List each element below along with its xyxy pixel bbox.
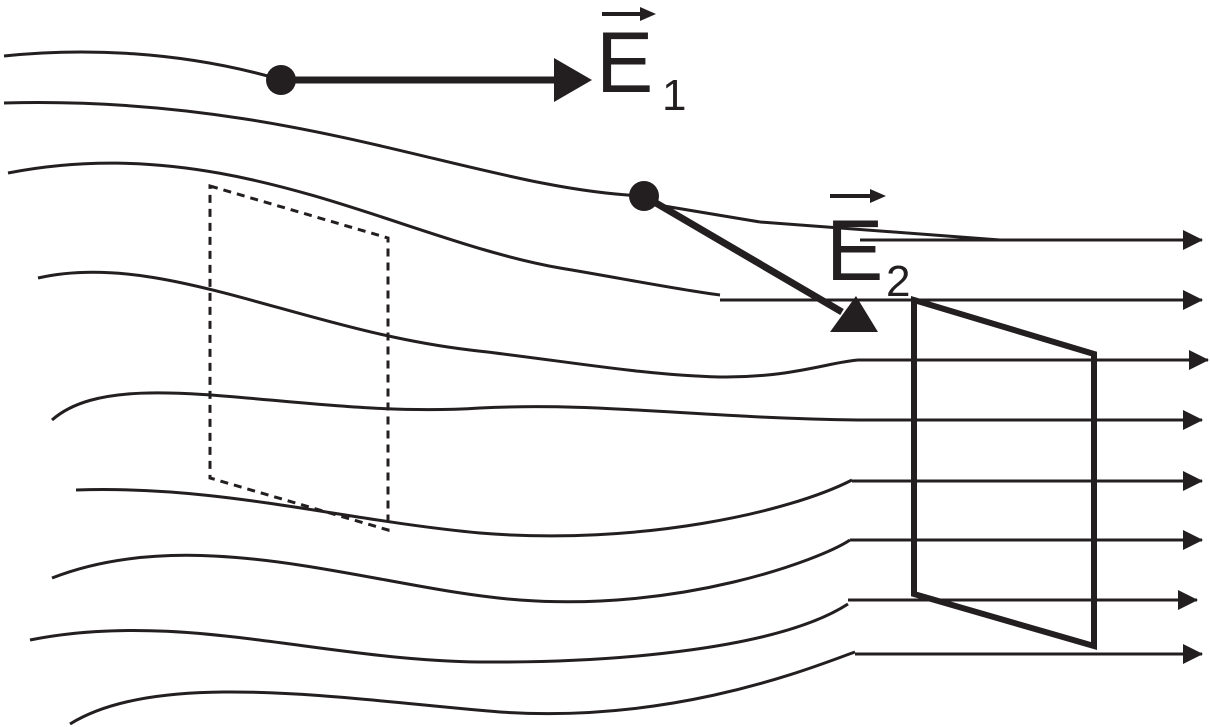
field-lines-straight bbox=[639, 200, 1209, 664]
label-e1-letter: E bbox=[596, 15, 653, 111]
field-line-6 bbox=[75, 478, 853, 538]
vector-e2 bbox=[629, 181, 878, 332]
vector-e1-head bbox=[554, 58, 592, 102]
dashed-surface bbox=[208, 183, 390, 533]
field-lines-curved bbox=[3, 50, 859, 726]
field-line-straight-1b bbox=[759, 220, 1001, 242]
label-e2-letter: E bbox=[826, 203, 883, 299]
label-e2-vector-head bbox=[870, 189, 886, 203]
label-e2-subscript: 2 bbox=[886, 257, 910, 306]
field-line-4 bbox=[37, 270, 859, 379]
field-line-3 bbox=[7, 161, 721, 297]
vector-e2-shaft bbox=[642, 192, 844, 316]
vector-e1 bbox=[266, 58, 592, 102]
label-e1-subscript: 1 bbox=[662, 71, 686, 120]
vector-e2-head bbox=[830, 296, 878, 332]
field-line-8 bbox=[29, 602, 849, 664]
label-e1-vector-head bbox=[640, 7, 656, 21]
solid-surface bbox=[911, 295, 1097, 650]
label-e2: E 2 bbox=[826, 189, 910, 306]
field-line-9 bbox=[69, 650, 856, 726]
field-line-7 bbox=[51, 538, 851, 604]
field-line-2 bbox=[3, 101, 646, 198]
label-e1: E 1 bbox=[596, 7, 686, 120]
field-line-5 bbox=[51, 391, 859, 422]
field-line-1 bbox=[3, 50, 283, 82]
